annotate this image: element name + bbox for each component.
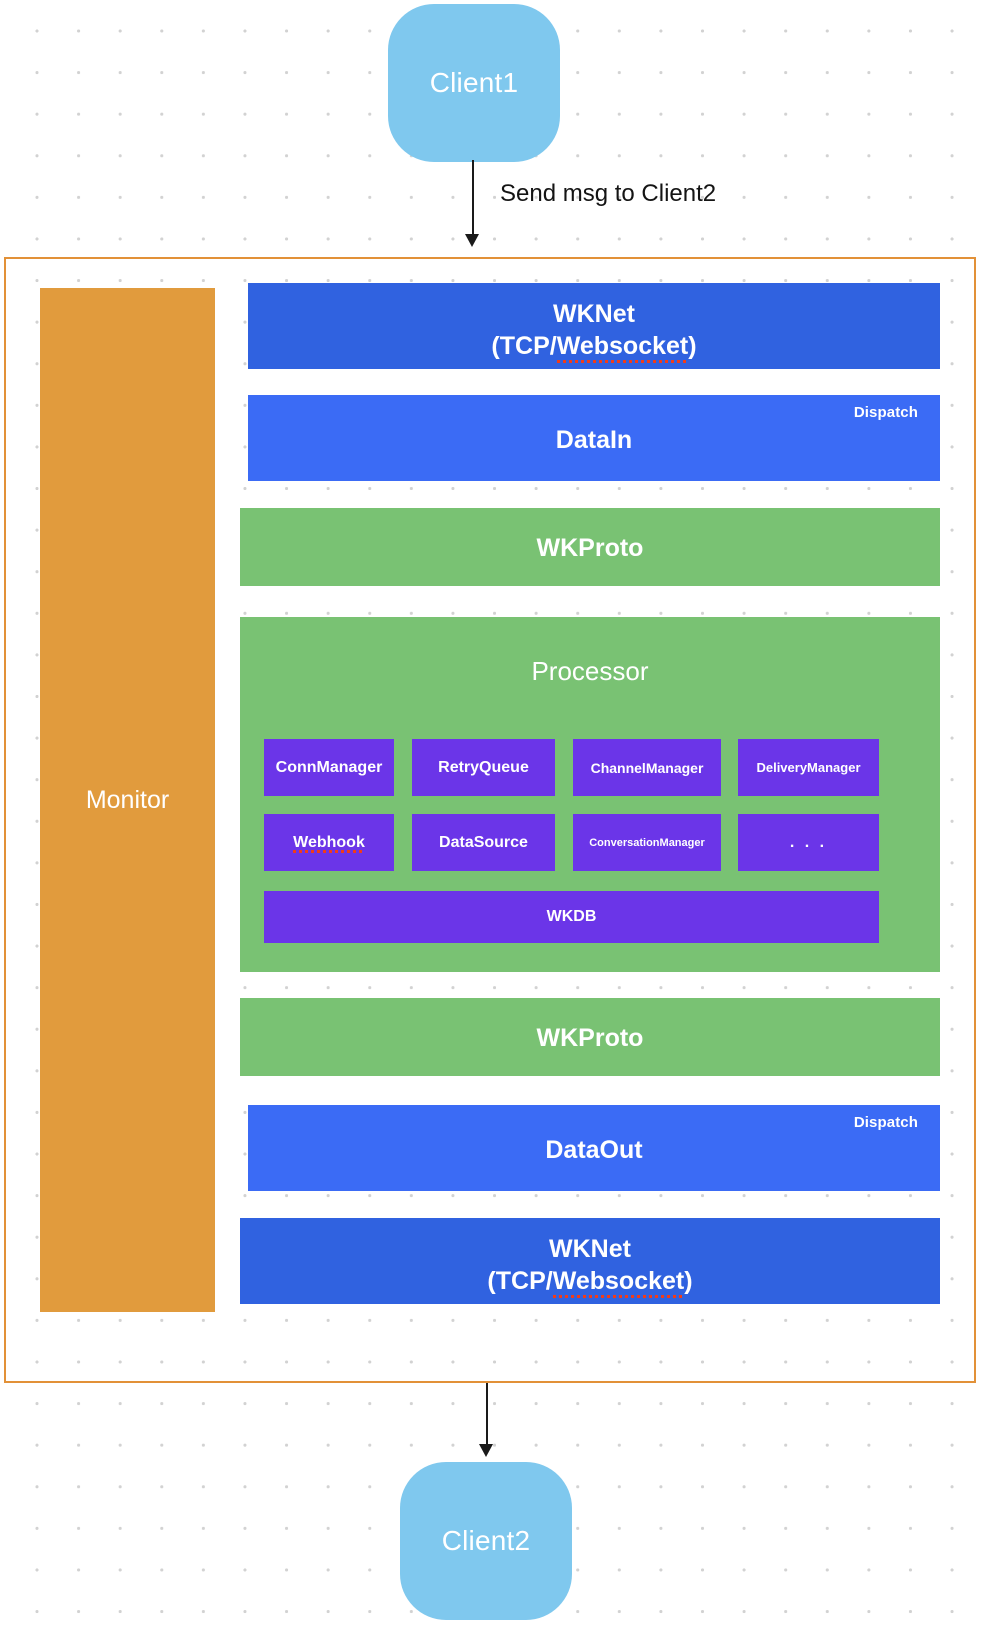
client2-node[interactable]: Client2 [400, 1462, 572, 1620]
client1-to-server-arrow-head [465, 234, 479, 247]
module-wkdb-label: WKDB [546, 908, 597, 925]
module-webhook-label: Webhook [293, 833, 365, 853]
layer-wknet-out[interactable]: WKNet (TCP/Websocket) [240, 1218, 940, 1304]
module-deliverymanager-label: DeliveryManager [756, 760, 861, 775]
module-more-ellipsis-label: . . . [789, 833, 828, 851]
module-datasource-label: DataSource [439, 833, 528, 851]
module-retryqueue-label: RetryQueue [438, 758, 529, 776]
layer-wkproto-in[interactable]: WKProto [240, 508, 940, 586]
server-to-client2-arrow-line [486, 1383, 488, 1448]
wkproto-in-label: WKProto [536, 534, 644, 562]
wknet-in-line1: WKNet [553, 300, 635, 328]
module-deliverymanager[interactable]: DeliveryManager [738, 739, 879, 796]
module-more-ellipsis[interactable]: . . . [738, 814, 879, 871]
wknet-in-line2: (TCP/Websocket) [248, 330, 940, 363]
module-conversationmanager[interactable]: ConversationManager [573, 814, 721, 871]
client1-to-server-arrow-line [472, 160, 474, 238]
dataout-label: DataOut [545, 1136, 643, 1164]
client1-label: Client1 [429, 67, 519, 98]
server-boundary [4, 257, 976, 1383]
dataout-dispatch-tag: Dispatch [853, 1114, 918, 1131]
client1-node[interactable]: Client1 [388, 4, 560, 162]
client2-label: Client2 [441, 1525, 531, 1556]
module-datasource[interactable]: DataSource [412, 814, 555, 871]
processor-title: Processor [531, 656, 649, 686]
wknet-out-websocket: Websocket [552, 1267, 685, 1298]
datain-label: DataIn [555, 426, 633, 454]
wknet-out-suffix: ) [684, 1267, 693, 1295]
wkproto-out-label: WKProto [536, 1024, 644, 1052]
module-connmanager[interactable]: ConnManager [264, 739, 394, 796]
wknet-in-websocket: Websocket [556, 332, 689, 363]
datain-dispatch-tag: Dispatch [853, 404, 918, 421]
wknet-in-prefix: (TCP/ [491, 332, 557, 360]
layer-datain[interactable]: Dispatch DataIn [248, 395, 940, 481]
monitor-column[interactable]: Monitor [40, 288, 215, 1312]
layer-dataout[interactable]: Dispatch DataOut [248, 1105, 940, 1191]
module-channelmanager[interactable]: ChannelManager [573, 739, 721, 796]
module-channelmanager-label: ChannelManager [590, 759, 704, 776]
module-wkdb[interactable]: WKDB [264, 891, 879, 943]
monitor-label: Monitor [85, 785, 170, 814]
wknet-out-line1: WKNet [549, 1235, 631, 1263]
wknet-out-prefix: (TCP/ [487, 1267, 553, 1295]
server-to-client2-arrow-head [479, 1444, 493, 1457]
layer-wkproto-out[interactable]: WKProto [240, 998, 940, 1076]
wknet-out-line2: (TCP/Websocket) [240, 1265, 940, 1298]
module-retryqueue[interactable]: RetryQueue [412, 739, 555, 796]
layer-wknet-in[interactable]: WKNet (TCP/Websocket) [248, 283, 940, 369]
module-webhook[interactable]: Webhook [264, 814, 394, 871]
wknet-in-suffix: ) [688, 332, 697, 360]
module-conversationmanager-label: ConversationManager [589, 836, 705, 849]
send-msg-label: Send msg to Client2 [500, 180, 717, 207]
module-connmanager-label: ConnManager [275, 758, 383, 776]
